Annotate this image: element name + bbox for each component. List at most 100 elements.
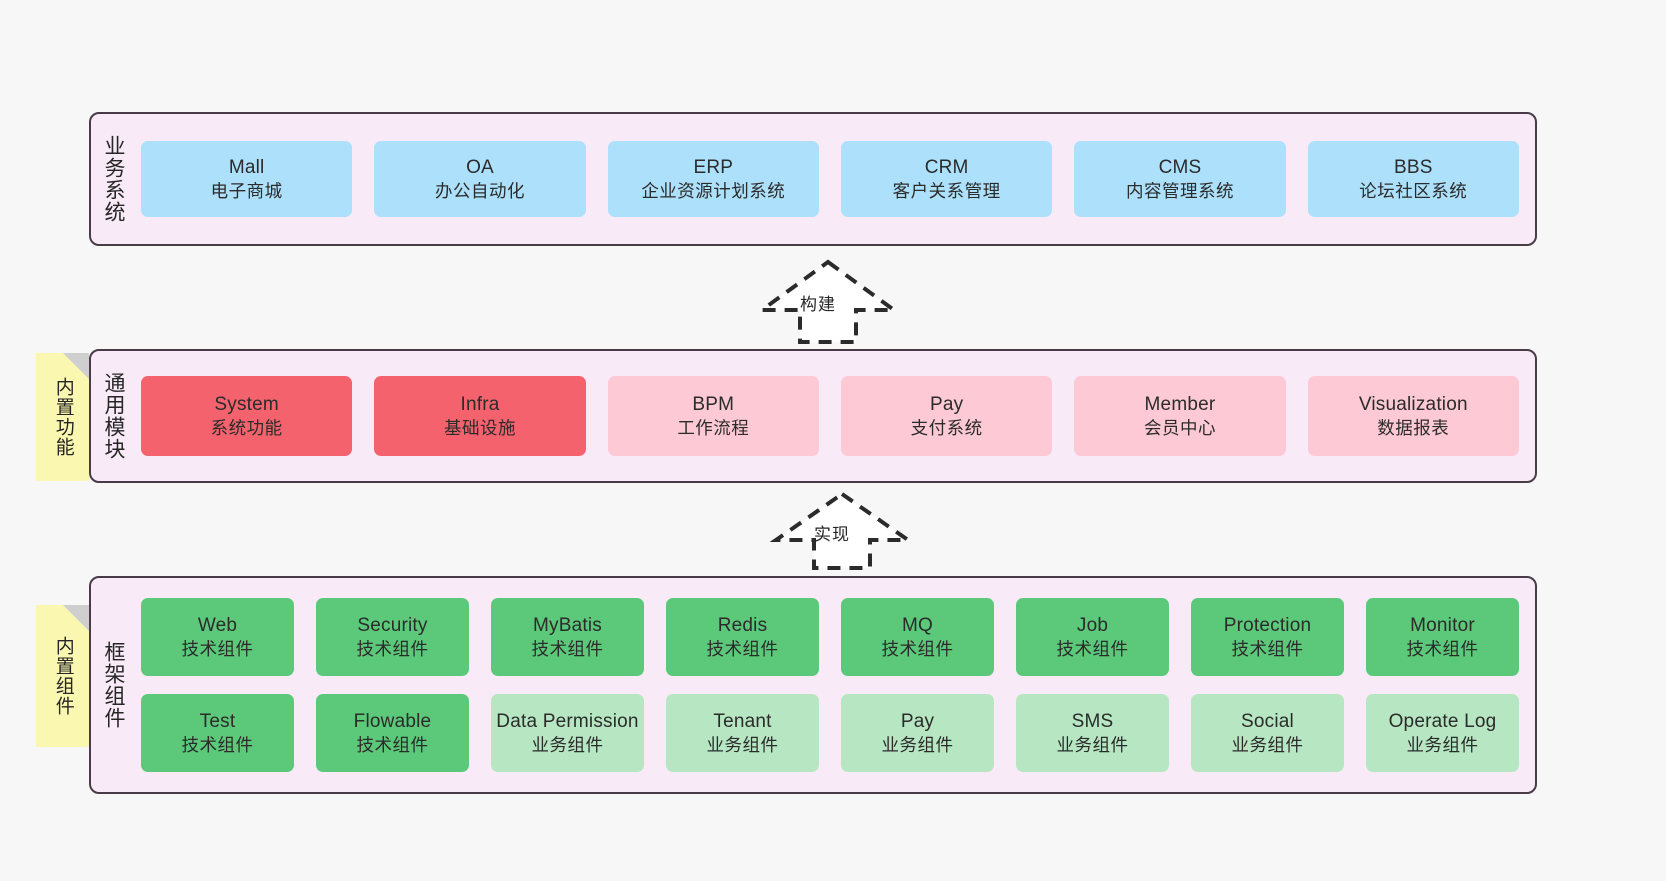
node-subtitle: 办公自动化 [434, 180, 525, 201]
node-subtitle: 技术组件 [181, 734, 254, 755]
node-social[interactable]: Social 业务组件 [1191, 694, 1344, 772]
node-test[interactable]: Test 技术组件 [141, 694, 294, 772]
node-job[interactable]: Job 技术组件 [1016, 598, 1169, 676]
node-erp[interactable]: ERP 企业资源计划系统 [607, 141, 819, 217]
node-title: BBS [1393, 156, 1433, 178]
node-title: SMS [1071, 710, 1114, 732]
node-subtitle: 数据报表 [1377, 417, 1450, 438]
node-subtitle: 客户关系管理 [892, 180, 1001, 201]
layer-body-common: System 系统功能 Infra 基础设施 BPM 工作流程 Pay 支付系统… [135, 351, 1535, 481]
sticky-note-text: 内置功能 [52, 377, 74, 457]
node-subtitle: 技术组件 [356, 638, 429, 659]
layer-row: Mall 电子商城 OA 办公自动化 ERP 企业资源计划系统 CRM 客户关系… [141, 141, 1519, 217]
node-cms[interactable]: CMS 内容管理系统 [1074, 141, 1286, 217]
node-title: Pay [900, 710, 935, 732]
layer-framework-components[interactable]: 框架组件 Web 技术组件 Security 技术组件 MyBatis 技术组件… [89, 576, 1537, 794]
layer-row: Test 技术组件 Flowable 技术组件 Data Permission … [141, 694, 1519, 772]
node-title: Job [1076, 614, 1109, 636]
node-redis[interactable]: Redis 技术组件 [666, 598, 819, 676]
node-subtitle: 业务组件 [1056, 734, 1129, 755]
node-subtitle: 业务组件 [531, 734, 604, 755]
node-title: CMS [1158, 156, 1202, 178]
node-subtitle: 论坛社区系统 [1359, 180, 1468, 201]
node-flowable[interactable]: Flowable 技术组件 [316, 694, 469, 772]
node-subtitle: 技术组件 [531, 638, 604, 659]
layer-title-framework: 框架组件 [101, 641, 125, 729]
node-subtitle: 支付系统 [910, 417, 983, 438]
node-subtitle: 基础设施 [443, 417, 516, 438]
node-title: ERP [693, 156, 734, 178]
layer-row: Web 技术组件 Security 技术组件 MyBatis 技术组件 Redi… [141, 598, 1519, 676]
node-oa[interactable]: OA 办公自动化 [374, 141, 586, 217]
node-system[interactable]: System 系统功能 [141, 376, 353, 456]
node-web[interactable]: Web 技术组件 [141, 598, 294, 676]
node-tenant[interactable]: Tenant 业务组件 [666, 694, 819, 772]
node-operate-log[interactable]: Operate Log 业务组件 [1366, 694, 1519, 772]
node-subtitle: 技术组件 [1406, 638, 1479, 659]
uml-generalization-arrow-shape [769, 491, 915, 570]
node-title: Flowable [353, 710, 432, 732]
arrow-implement: 实现 [769, 490, 915, 570]
node-title: MQ [901, 614, 933, 636]
node-title: Web [197, 614, 238, 636]
node-title: Protection [1223, 614, 1312, 636]
node-title: Member [1144, 393, 1216, 415]
node-subtitle: 技术组件 [181, 638, 254, 659]
arrow-label-build: 构建 [800, 295, 836, 314]
node-title: Monitor [1410, 614, 1475, 636]
node-title: Tenant [713, 710, 772, 732]
node-subtitle: 技术组件 [881, 638, 954, 659]
node-mybatis[interactable]: MyBatis 技术组件 [491, 598, 644, 676]
node-subtitle: 业务组件 [706, 734, 779, 755]
node-title: Mall [228, 156, 265, 178]
node-data-permission[interactable]: Data Permission 业务组件 [491, 694, 644, 772]
uml-generalization-arrow-shape [755, 259, 901, 344]
node-subtitle: 工作流程 [677, 417, 750, 438]
node-subtitle: 会员中心 [1143, 417, 1216, 438]
layer-body-business: Mall 电子商城 OA 办公自动化 ERP 企业资源计划系统 CRM 客户关系… [135, 114, 1535, 244]
node-title: Test [199, 710, 236, 732]
node-title: CRM [924, 156, 969, 178]
node-pay[interactable]: Pay 支付系统 [840, 376, 1053, 456]
node-monitor[interactable]: Monitor 技术组件 [1366, 598, 1519, 676]
node-title: Data Permission [496, 710, 639, 732]
node-title: Redis [717, 614, 768, 636]
node-subtitle: 技术组件 [1056, 638, 1129, 659]
node-subtitle: 技术组件 [356, 734, 429, 755]
node-subtitle: 电子商城 [210, 180, 283, 201]
layer-business-systems[interactable]: 业务系统 Mall 电子商城 OA 办公自动化 ERP 企业资源计划系统 CRM… [89, 112, 1537, 246]
arrow-label-implement: 实现 [814, 525, 850, 544]
sticky-note-builtin-components: 内置组件 [36, 605, 89, 747]
node-protection[interactable]: Protection 技术组件 [1191, 598, 1344, 676]
node-crm[interactable]: CRM 客户关系管理 [840, 141, 1053, 217]
node-title: Infra [460, 393, 500, 415]
node-infra[interactable]: Infra 基础设施 [374, 376, 586, 456]
node-title: OA [466, 156, 494, 178]
node-mall[interactable]: Mall 电子商城 [141, 141, 353, 217]
node-subtitle: 系统功能 [210, 417, 283, 438]
node-title: Social [1241, 710, 1294, 732]
node-member[interactable]: Member 会员中心 [1074, 376, 1286, 456]
node-subtitle: 业务组件 [881, 734, 954, 755]
node-title: System [214, 393, 279, 415]
node-pay-business[interactable]: Pay 业务组件 [841, 694, 994, 772]
node-title: BPM [692, 393, 735, 415]
arrow-build: 构建 [755, 258, 901, 344]
node-bpm[interactable]: BPM 工作流程 [607, 376, 819, 456]
node-subtitle: 技术组件 [1231, 638, 1304, 659]
node-subtitle: 企业资源计划系统 [641, 180, 786, 201]
node-subtitle: 业务组件 [1406, 734, 1479, 755]
node-title: Security [357, 614, 428, 636]
sticky-note-builtin-features: 内置功能 [36, 353, 89, 481]
node-mq[interactable]: MQ 技术组件 [841, 598, 994, 676]
sticky-note-text: 内置组件 [52, 636, 74, 716]
layer-common-modules[interactable]: 通用模块 System 系统功能 Infra 基础设施 BPM 工作流程 Pay… [89, 349, 1537, 483]
node-sms[interactable]: SMS 业务组件 [1016, 694, 1169, 772]
node-subtitle: 内容管理系统 [1125, 180, 1234, 201]
node-bbs[interactable]: BBS 论坛社区系统 [1307, 141, 1519, 217]
node-security[interactable]: Security 技术组件 [316, 598, 469, 676]
node-title: Visualization [1358, 393, 1468, 415]
node-title: Pay [929, 393, 964, 415]
node-visualization[interactable]: Visualization 数据报表 [1307, 376, 1519, 456]
